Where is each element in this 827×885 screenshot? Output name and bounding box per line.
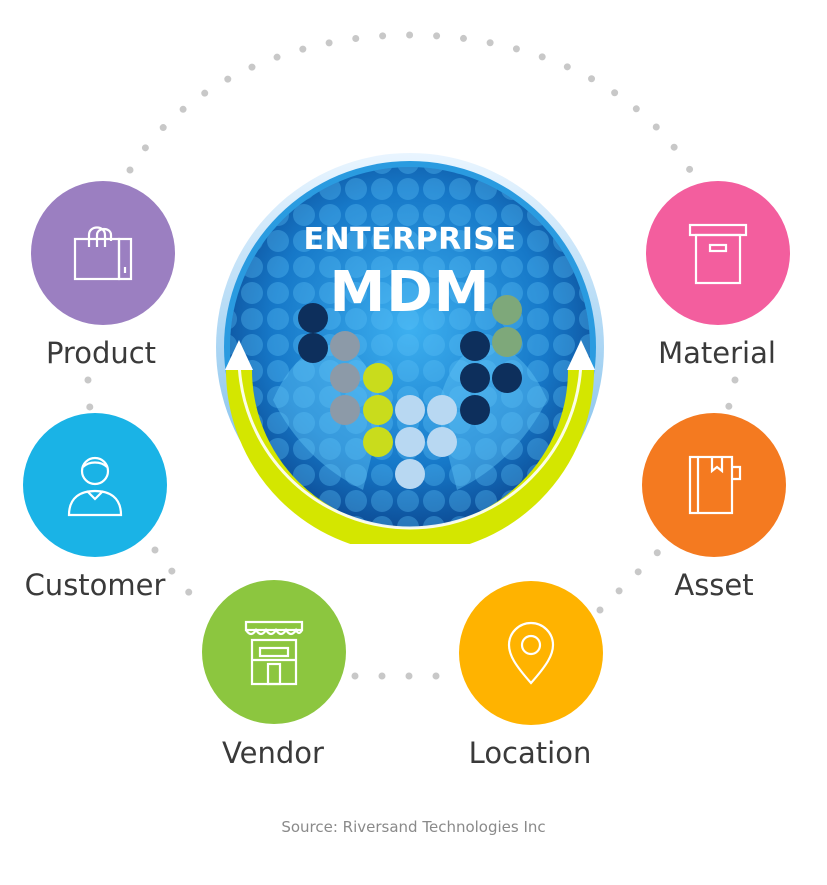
shopping-bag-icon [73, 226, 133, 281]
hub-title-line2: MDM [329, 260, 491, 325]
map-pin-icon [507, 621, 555, 685]
asset-node [642, 413, 786, 557]
location-node [459, 581, 603, 725]
asset-label: Asset [674, 568, 754, 602]
person-icon [67, 456, 123, 517]
source-credit: Source: Riversand Technologies Inc [281, 818, 546, 836]
product-node [31, 181, 175, 325]
product-label: Product [45, 336, 157, 370]
hub-title-line1: ENTERPRISE [303, 222, 517, 257]
customer-node [23, 413, 167, 557]
vendor-label: Vendor [222, 736, 324, 770]
material-node [646, 181, 790, 325]
vendor-node [202, 580, 346, 724]
material-label: Material [658, 336, 776, 370]
enterprise-mdm-hub: ENTERPRISE MDM [213, 150, 607, 544]
storage-box-icon [688, 223, 748, 285]
customer-label: Customer [24, 568, 166, 602]
location-label: Location [468, 736, 592, 770]
dot-funnel [298, 295, 522, 489]
book-icon [688, 455, 742, 515]
storefront-icon [244, 620, 304, 686]
cycle-arc [225, 340, 595, 544]
